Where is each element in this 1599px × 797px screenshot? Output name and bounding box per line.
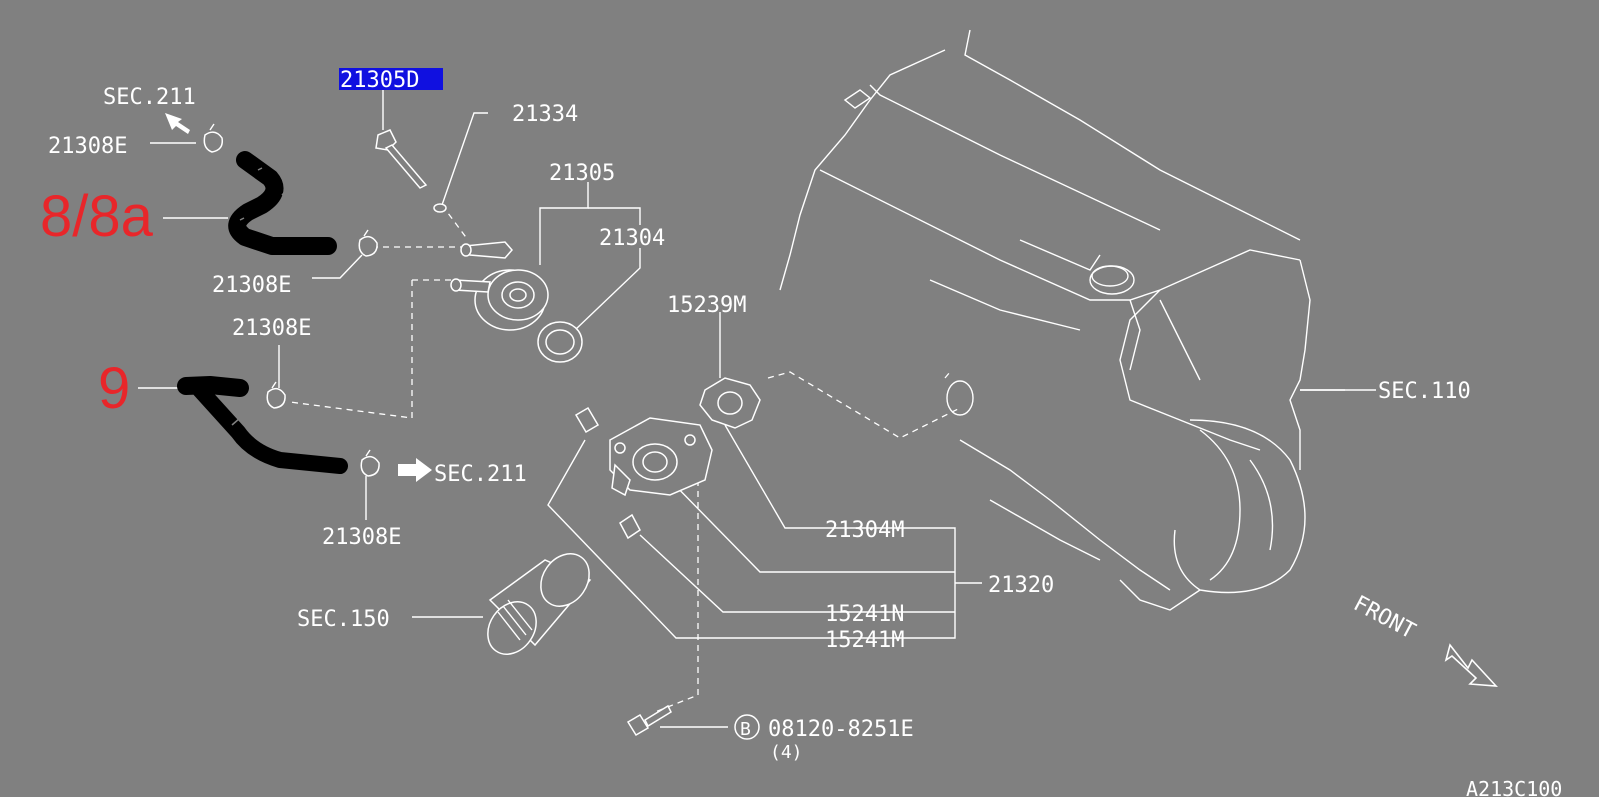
label-front: FRONT — [1349, 591, 1419, 644]
label-15241M[interactable]: 15241M — [825, 628, 904, 653]
annotation-9: 9 — [98, 356, 130, 421]
label-21304M[interactable]: 21304M — [825, 518, 904, 543]
plug-15241N — [619, 513, 641, 540]
bolt-21305D — [375, 129, 428, 189]
label-21308E-middle[interactable]: 21308E — [212, 273, 291, 298]
bolt-08120-8251E — [626, 704, 672, 737]
front-arrow-icon — [1444, 643, 1498, 687]
label-15241N[interactable]: 15241N — [825, 602, 904, 627]
oil-filter — [487, 553, 592, 655]
label-21305D[interactable]: 21305D — [340, 68, 419, 93]
annotation-8-8a: 8/8a — [40, 184, 154, 249]
washer-21334 — [433, 203, 447, 213]
clamp-icon — [203, 123, 224, 153]
oil-filter-bracket-21320 — [609, 417, 713, 497]
oil-cooler-21305 — [450, 241, 549, 331]
gasket-15239M — [699, 377, 761, 429]
label-bolt-number[interactable]: 08120-8251E — [768, 717, 914, 742]
hose-8-8a — [228, 151, 337, 255]
clamp-icon — [360, 449, 380, 477]
label-21305[interactable]: 21305 — [549, 161, 615, 186]
label-21308E-lower[interactable]: 21308E — [232, 316, 311, 341]
engine-block — [779, 29, 1345, 611]
clamp-icon — [358, 229, 378, 257]
callout-labels: 21305D 21334 21305 21304 15239M SEC.211 … — [48, 68, 1562, 797]
label-21304[interactable]: 21304 — [599, 226, 665, 251]
clamp-icon — [266, 381, 286, 409]
label-21308E-upper[interactable]: 21308E — [48, 134, 127, 159]
arrow-icon — [398, 458, 432, 482]
label-21334[interactable]: 21334 — [512, 102, 578, 127]
hose-clamps — [203, 123, 380, 477]
label-sec-211-lower[interactable]: SEC.211 — [434, 462, 527, 487]
label-bolt-circle: B — [740, 719, 751, 740]
label-sec-110[interactable]: SEC.110 — [1378, 379, 1471, 404]
label-figure-code: A213C100 — [1466, 777, 1562, 797]
label-21308E-bottom[interactable]: 21308E — [322, 525, 401, 550]
annotations: 8/8a 9 — [40, 184, 154, 421]
hose-9 — [177, 376, 348, 474]
highlight-box — [339, 68, 443, 90]
label-sec-211-upper[interactable]: SEC.211 — [103, 85, 196, 110]
label-15239M[interactable]: 15239M — [667, 293, 746, 318]
direction-arrows — [165, 113, 1498, 687]
plug-15241M — [574, 406, 600, 434]
bolt-circle-badge — [734, 714, 760, 740]
arrow-icon — [165, 113, 190, 134]
label-bolt-qty: (4) — [770, 742, 803, 763]
label-21320[interactable]: 21320 — [988, 573, 1054, 598]
leader-lines — [138, 88, 1376, 728]
gasket-21304 — [537, 321, 583, 363]
label-sec-150[interactable]: SEC.150 — [297, 607, 390, 632]
